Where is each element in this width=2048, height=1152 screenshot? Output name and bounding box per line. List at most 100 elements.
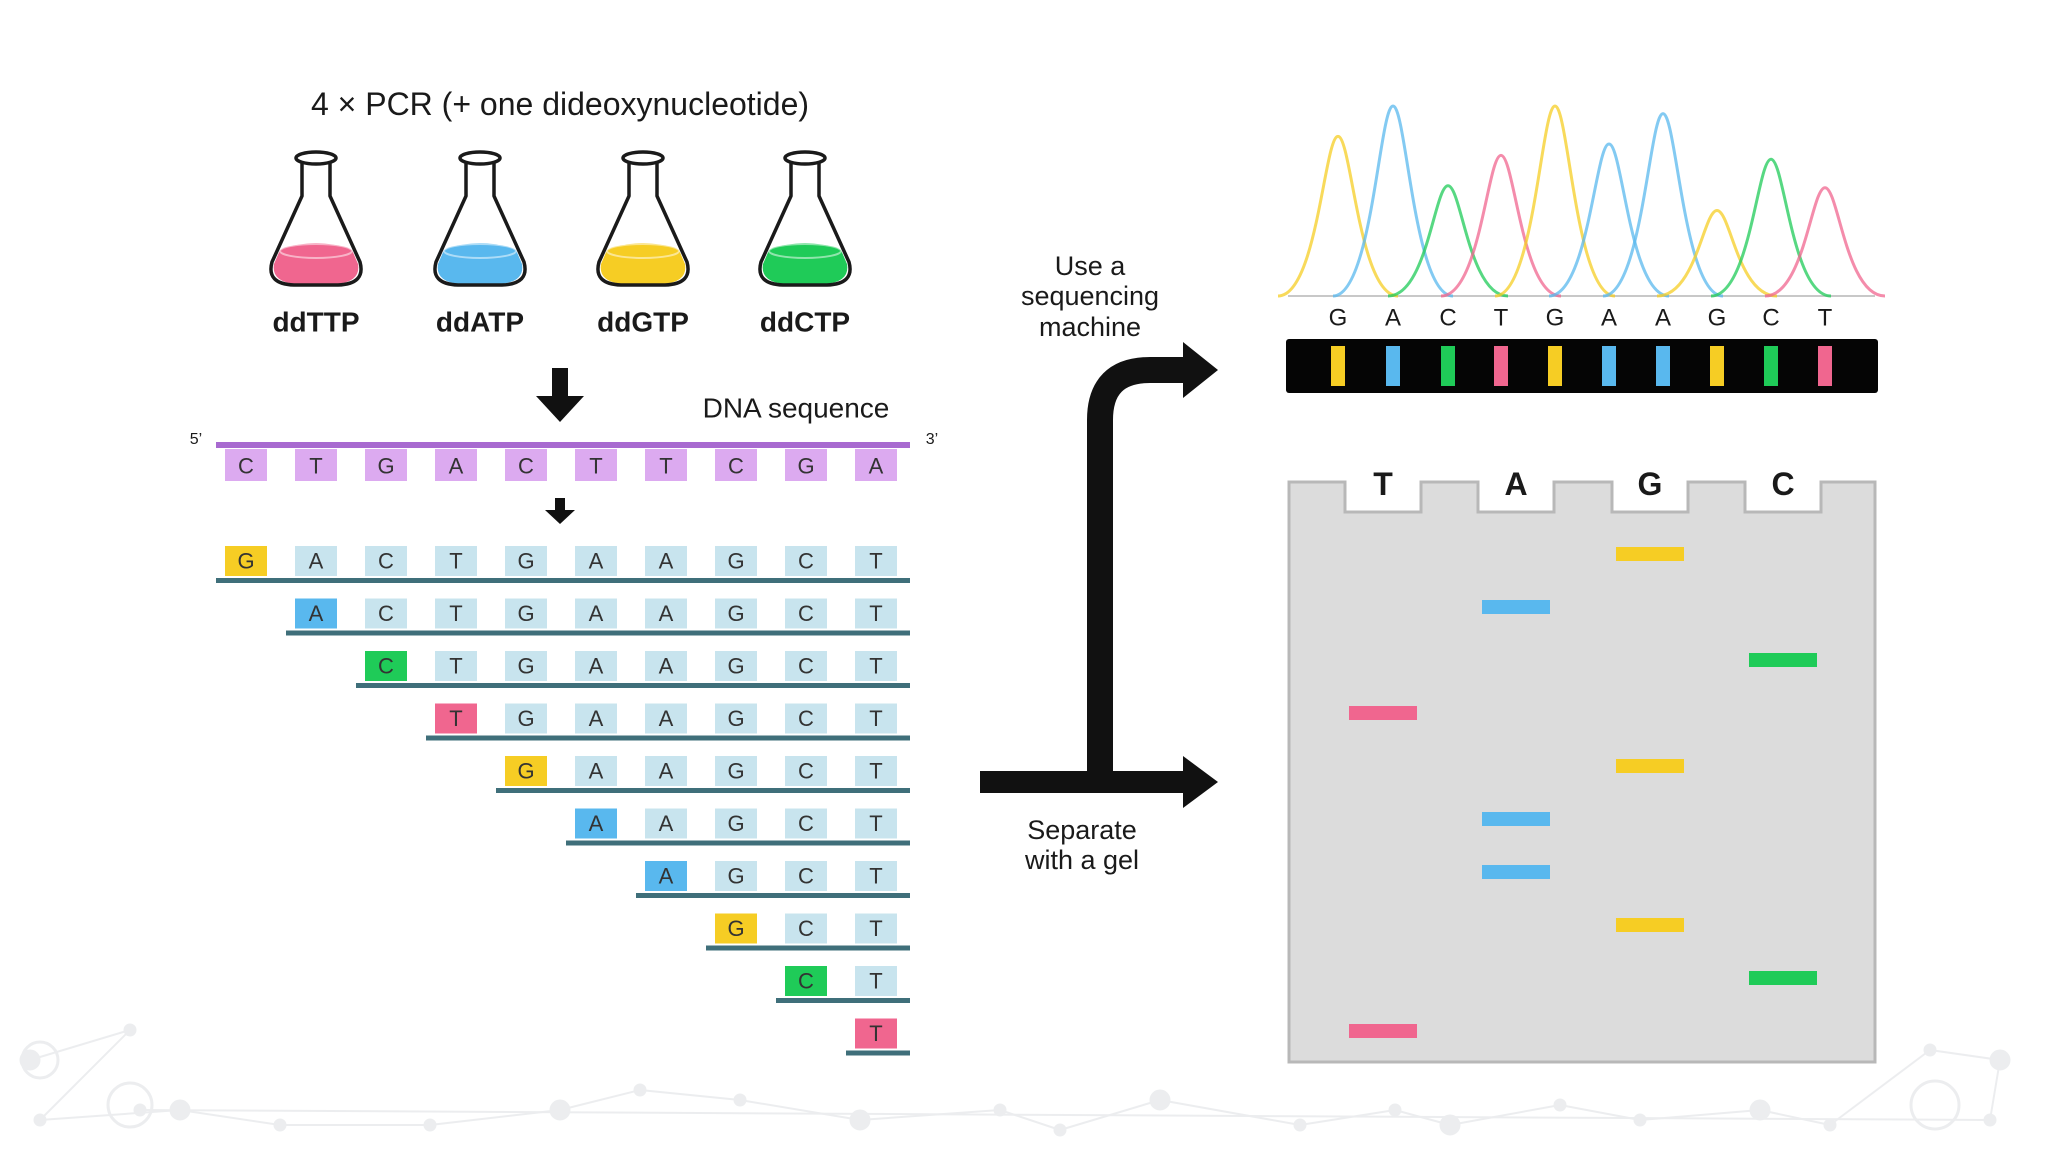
svg-text:G: G — [727, 759, 744, 784]
fragment-base: T — [855, 808, 897, 839]
fragment-base: A — [575, 808, 617, 839]
fragment-base: C — [785, 756, 827, 786]
fragment-base: G — [715, 756, 757, 786]
svg-text:C: C — [798, 601, 814, 626]
template-base: G — [365, 449, 407, 481]
fragment-base: A — [295, 546, 337, 576]
svg-text:G: G — [727, 654, 744, 679]
fragment-base: A — [645, 808, 687, 839]
gel-band — [1482, 865, 1550, 879]
gel-band — [1616, 918, 1684, 932]
svg-text:C: C — [378, 654, 394, 679]
template-base: C — [505, 449, 547, 481]
svg-text:T: T — [869, 549, 882, 574]
svg-text:A: A — [659, 549, 674, 574]
chromatogram-base-label: A — [1601, 305, 1617, 332]
fragment-base: A — [645, 546, 687, 576]
svg-text:T: T — [449, 601, 462, 626]
fragment-base: G — [505, 598, 547, 629]
svg-text:G: G — [797, 454, 814, 479]
chromatogram-peak — [1440, 153, 1562, 298]
chromatogram-base-label: T — [1818, 305, 1833, 332]
fragment-base: A — [575, 756, 617, 786]
gel-band — [1616, 759, 1684, 773]
flask-label: ddTTP — [272, 307, 359, 338]
svg-text:T: T — [869, 654, 882, 679]
fragment-base: T — [855, 598, 897, 629]
svg-text:G: G — [517, 706, 534, 731]
svg-text:T: T — [659, 454, 672, 479]
chromatogram-base-label: G — [1708, 305, 1727, 332]
svg-text:T: T — [869, 864, 882, 889]
svg-text:C: C — [378, 549, 394, 574]
fragment-base: G — [715, 703, 757, 734]
sequencer-readout-strip — [1286, 339, 1878, 393]
gel-band — [1349, 1024, 1417, 1038]
svg-text:A: A — [589, 759, 604, 784]
svg-text:A: A — [659, 601, 674, 626]
flask-label: ddCTP — [760, 307, 850, 338]
fragment-base: T — [855, 756, 897, 786]
three-prime-label: 3’ — [926, 431, 938, 448]
svg-text:C: C — [798, 549, 814, 574]
svg-text:A: A — [659, 706, 674, 731]
fragment-base: T — [435, 703, 477, 734]
chromatogram-base-label: C — [1439, 305, 1456, 332]
svg-text:A: A — [589, 811, 604, 836]
flask-icon — [596, 150, 690, 287]
gel-lane-label: C — [1771, 466, 1794, 502]
svg-text:C: C — [798, 864, 814, 889]
gel-separation-label: Separate with a gel — [1024, 815, 1139, 875]
svg-text:with a gel: with a gel — [1024, 845, 1139, 875]
fragment-base: T — [435, 651, 477, 681]
chromatogram-peak — [1332, 104, 1454, 298]
svg-text:G: G — [517, 601, 534, 626]
chromatogram-peak — [1710, 157, 1832, 298]
svg-text:T: T — [449, 549, 462, 574]
svg-text:C: C — [798, 969, 814, 994]
fragment-base: C — [785, 651, 827, 681]
fragment-base: G — [505, 651, 547, 681]
chromatogram-peak — [1602, 112, 1724, 298]
svg-text:T: T — [869, 916, 882, 941]
svg-text:G: G — [727, 549, 744, 574]
readout-band — [1548, 346, 1562, 386]
chromatogram-base-label: A — [1655, 305, 1671, 332]
fragment-base: C — [785, 598, 827, 629]
template-base: C — [715, 449, 757, 481]
svg-text:A: A — [589, 706, 604, 731]
gel-band — [1349, 706, 1417, 720]
template-backbone — [216, 442, 910, 448]
svg-text:Use a: Use a — [1055, 251, 1127, 281]
fragment-base: G — [715, 546, 757, 576]
svg-text:A: A — [309, 601, 324, 626]
readout-band — [1656, 346, 1670, 386]
svg-text:T: T — [869, 1021, 882, 1046]
flask-ddttp: ddTTP — [269, 150, 363, 338]
svg-text:A: A — [659, 811, 674, 836]
template-base: A — [435, 449, 477, 481]
svg-text:T: T — [449, 706, 462, 731]
small-down-arrow-icon — [545, 498, 575, 524]
fragment-base: G — [715, 808, 757, 839]
chromatogram-peak — [1387, 184, 1509, 298]
svg-text:C: C — [378, 601, 394, 626]
flask-label: ddGTP — [597, 307, 689, 338]
svg-text:A: A — [589, 654, 604, 679]
template-base: T — [295, 449, 337, 481]
readout-band — [1494, 346, 1508, 386]
svg-text:G: G — [727, 864, 744, 889]
fragment-base: A — [575, 598, 617, 629]
svg-text:C: C — [518, 454, 534, 479]
svg-text:G: G — [237, 549, 254, 574]
fragment-base: G — [715, 598, 757, 629]
fragment-base: C — [365, 598, 407, 629]
template-base: G — [785, 449, 827, 481]
